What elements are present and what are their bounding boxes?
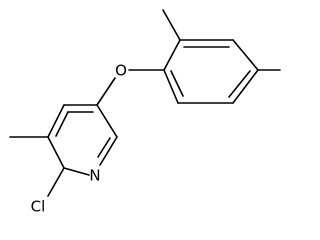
bond-c3-c4 (232, 39, 259, 71)
bond-p4-p3-inner (55, 111, 69, 137)
methyl-bond-ortho (162, 9, 181, 41)
bond-c4-c5-inner (228, 70, 251, 98)
bond-p2-n (63, 167, 90, 176)
oxygen-atom-label: O (115, 62, 127, 80)
bond-c1-c2 (163, 39, 181, 71)
pyridine-substituents (9, 136, 65, 197)
bond-c6-c1 (163, 69, 179, 104)
bond-c-cl (47, 167, 65, 197)
bond-c4-c5 (232, 69, 259, 104)
benzene-ring (163, 39, 259, 104)
ether-linkage (96, 69, 165, 106)
bond-c6-c1-inner (170, 70, 184, 97)
bond-n-p6-inner (97, 137, 111, 158)
bond-o-pyridine (96, 77, 116, 106)
benzene-methyls (162, 9, 281, 71)
bond-p4-p3 (47, 104, 65, 138)
chlorine-atom-label: Cl (31, 198, 46, 216)
nitrogen-atom-label: N (89, 167, 100, 185)
chemical-structure-diagram: O N Cl (9, 9, 281, 216)
pyridine-ring (47, 104, 118, 176)
bond-p3-p2 (47, 136, 65, 169)
bond-p6-p5 (96, 104, 118, 138)
bond-n-p6 (99, 136, 118, 166)
